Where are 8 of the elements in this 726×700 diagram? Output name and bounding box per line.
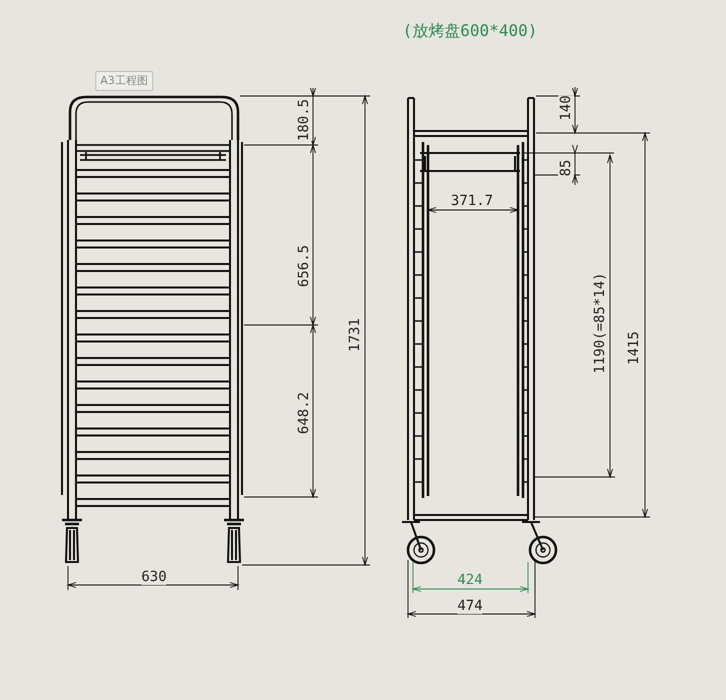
dimension-text: 630 [141,569,167,585]
dimension-text: 474 [457,598,483,614]
dimension-text: 140 [558,95,574,121]
dimension-text: 180.5 [296,98,312,142]
title: (放烤盘600*400) [402,23,538,39]
dimension-text: 1190(=85*14) [592,272,608,374]
sheet-tag: A3工程图 [95,71,153,91]
dimension-text: 85 [558,160,574,176]
